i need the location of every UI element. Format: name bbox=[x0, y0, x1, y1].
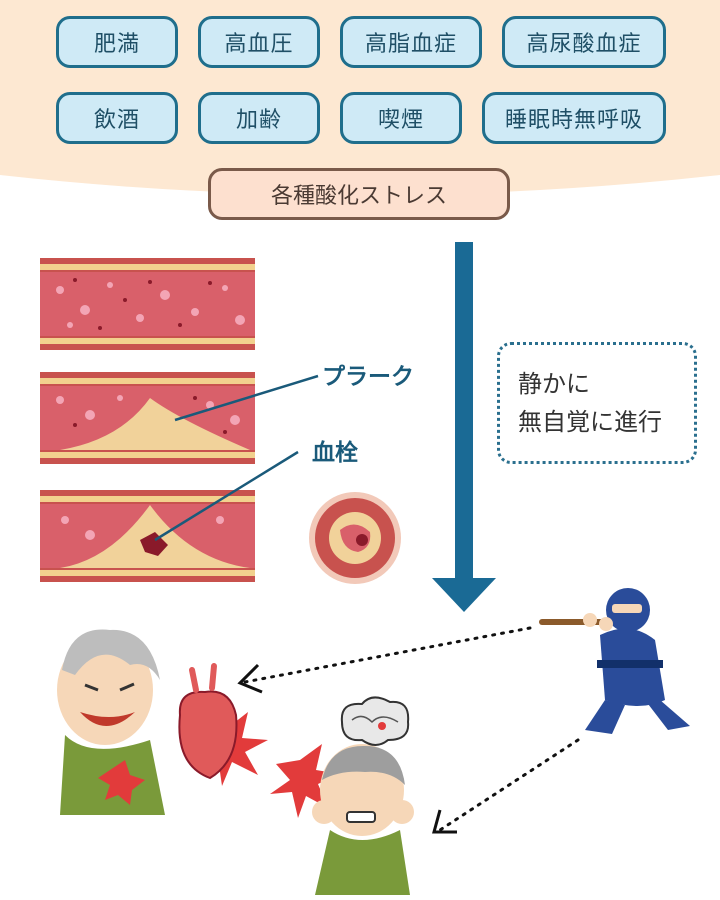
stroke-patient-illustration bbox=[270, 744, 414, 895]
plaque-label: プラーク bbox=[322, 364, 414, 390]
thrombus-vessel-illustration bbox=[40, 490, 255, 582]
dotted-arrow-to-heart-patient bbox=[243, 626, 532, 684]
dotted-arrow-to-brain-patient bbox=[438, 738, 580, 832]
heart-organ-illustration bbox=[178, 663, 268, 786]
risk-factor-hyperuricemia: 高尿酸血症 bbox=[502, 16, 666, 68]
oxidative-stress-box: 各種酸化ストレス bbox=[208, 168, 510, 220]
brain-icon bbox=[340, 696, 410, 746]
risk-factor-grid: 肥満 高血圧 高脂血症 高尿酸血症 飲酒 加齢 喫煙 睡眠時無呼吸 bbox=[0, 0, 720, 160]
risk-factor-obesity: 肥満 bbox=[56, 16, 178, 68]
progression-arrow bbox=[432, 242, 496, 612]
silent-progression-note: 静かに 無自覚に進行 bbox=[497, 342, 697, 464]
vessel-cross-section bbox=[309, 492, 401, 584]
risk-factor-hyperlipidemia: 高脂血症 bbox=[340, 16, 482, 68]
ninja-illustration bbox=[539, 588, 690, 734]
plaque-leader-line bbox=[174, 374, 319, 422]
thrombus-leader-line bbox=[154, 450, 299, 542]
thrombus-label: 血栓 bbox=[312, 440, 358, 466]
arrowhead-heart bbox=[237, 663, 263, 694]
note-line-2: 無自覚に進行 bbox=[518, 408, 662, 436]
healthy-vessel-illustration bbox=[40, 258, 255, 350]
risk-factor-hypertension: 高血圧 bbox=[198, 16, 320, 68]
risk-factor-smoking: 喫煙 bbox=[340, 92, 462, 144]
heart-attack-patient-illustration bbox=[57, 629, 165, 815]
risk-factor-aging: 加齢 bbox=[198, 92, 320, 144]
arrowhead-brain bbox=[432, 809, 457, 834]
note-line-1: 静かに bbox=[518, 370, 590, 398]
risk-factor-drinking: 飲酒 bbox=[56, 92, 178, 144]
risk-factor-sleep-apnea: 睡眠時無呼吸 bbox=[482, 92, 666, 144]
plaque-vessel-illustration bbox=[40, 372, 255, 464]
